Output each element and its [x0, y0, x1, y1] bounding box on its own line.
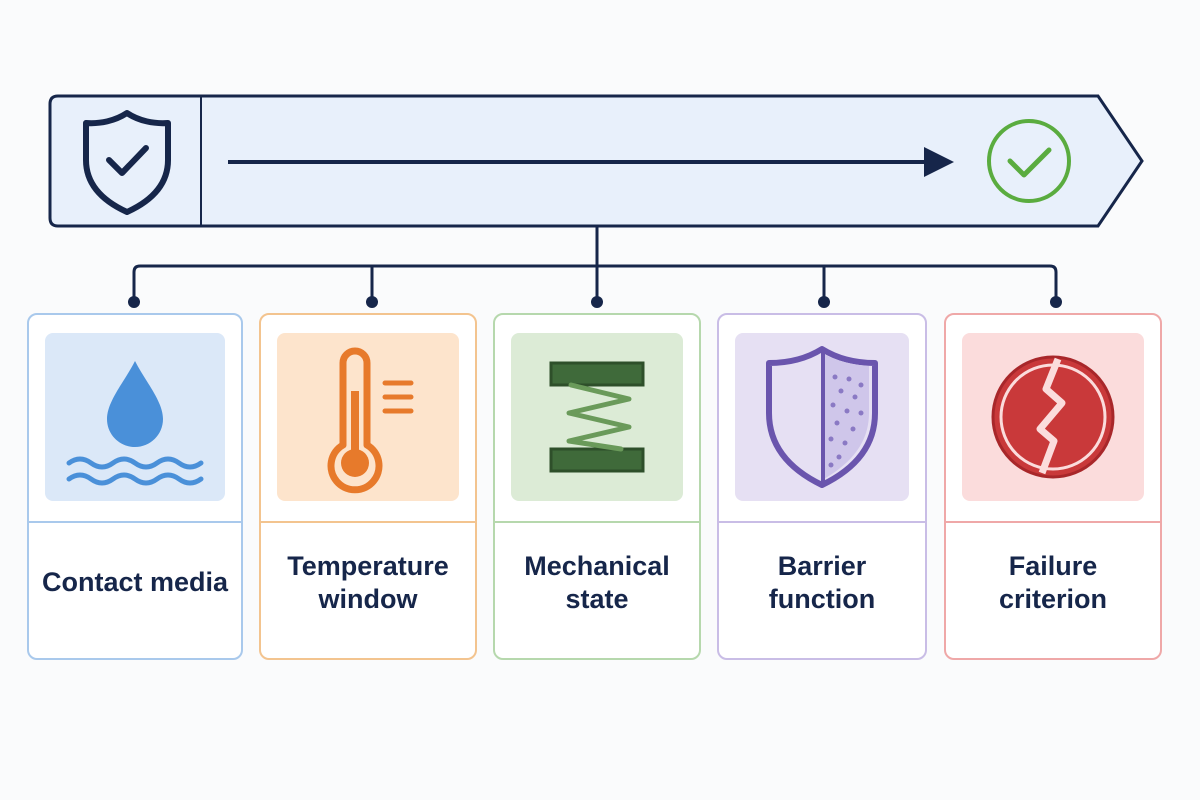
card-label-barrier-function: Barrier function — [768, 550, 876, 614]
thermometer-icon — [327, 347, 414, 494]
card-barrier-function: Barrier function — [717, 313, 927, 660]
card-divider — [29, 521, 241, 523]
card-contact-media: Contact media — [27, 313, 243, 660]
card-label-contact-media: Contact media — [41, 567, 229, 597]
connector-tree — [132, 226, 1058, 302]
card-divider — [946, 521, 1160, 523]
tile-failure-criterion — [962, 333, 1144, 501]
arrow-right-icon — [228, 147, 954, 177]
banner — [48, 94, 1144, 228]
connector-dots — [128, 296, 1062, 308]
shield-icon — [766, 346, 878, 488]
spring-icon — [549, 361, 645, 473]
cracked-circle-icon — [991, 355, 1115, 479]
card-failure-criterion: Failure criterion — [944, 313, 1162, 660]
card-label-mechanical-state: Mechanical state — [524, 550, 670, 614]
check-circle-icon — [987, 119, 1071, 203]
card-label-temperature-window: Temperature window — [287, 550, 449, 614]
card-divider — [261, 521, 475, 523]
card-temperature-window: Temperature window — [259, 313, 477, 660]
tile-temperature-window — [277, 333, 459, 501]
tile-barrier-function — [735, 333, 909, 501]
shield-check-icon — [83, 110, 171, 215]
card-divider — [719, 521, 925, 523]
tile-mechanical-state — [511, 333, 683, 501]
tile-contact-media — [45, 333, 225, 501]
water-drop-icon — [66, 361, 204, 486]
card-mechanical-state: Mechanical state — [493, 313, 701, 660]
card-label-failure-criterion: Failure criterion — [998, 550, 1108, 614]
card-divider — [495, 521, 699, 523]
